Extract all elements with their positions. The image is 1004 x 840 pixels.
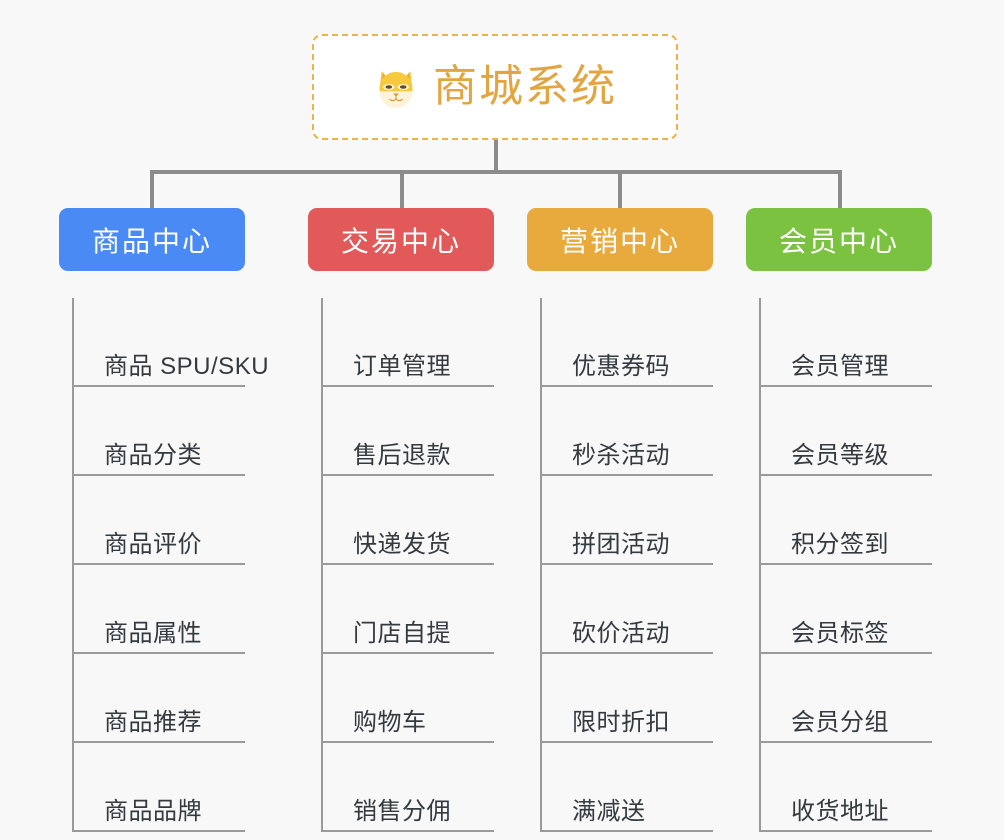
column-header-label: 交易中心 xyxy=(340,225,461,257)
leaf-list-1: 商品 SPU/SKU 商品分类商品评价商品属性商品推荐商品品牌 xyxy=(72,298,269,832)
leaf-item[interactable]: 砍价活动 xyxy=(540,565,713,654)
leaf-item[interactable]: 销售分佣 xyxy=(321,743,494,832)
leaf-item-label: 收货地址 xyxy=(791,798,889,825)
leaf-item-label: 商品属性 xyxy=(104,620,202,647)
leaf-item-label: 优惠券码 xyxy=(572,353,670,380)
leaf-item[interactable]: 会员管理 xyxy=(759,298,932,387)
column-header-1[interactable]: 商品中心 xyxy=(59,208,245,271)
leaf-item[interactable]: 会员标签 xyxy=(759,565,932,654)
leaf-item-label: 会员等级 xyxy=(791,442,889,469)
leaf-item[interactable]: 快递发货 xyxy=(321,476,494,565)
leaf-list-4: 会员管理会员等级积分签到会员标签会员分组收货地址 xyxy=(759,298,932,832)
column-2: 交易中心订单管理售后退款快递发货门店自提购物车销售分佣 xyxy=(308,208,494,832)
leaf-item-label: 商品分类 xyxy=(104,442,202,469)
leaf-item[interactable]: 商品属性 xyxy=(72,565,245,654)
leaf-item-label: 会员标签 xyxy=(791,620,889,647)
column-header-label: 商品中心 xyxy=(91,225,212,257)
leaf-item[interactable]: 秒杀活动 xyxy=(540,387,713,476)
leaf-item[interactable]: 订单管理 xyxy=(321,298,494,387)
leaf-item-label: 限时折扣 xyxy=(572,709,670,736)
root-node-shop-system[interactable]: 商城系统 xyxy=(312,34,678,140)
leaf-item-label: 门店自提 xyxy=(353,620,451,647)
leaf-item[interactable]: 门店自提 xyxy=(321,565,494,654)
leaf-item[interactable]: 购物车 xyxy=(321,654,494,743)
leaf-item-label: 商品品牌 xyxy=(104,798,202,825)
leaf-item[interactable]: 会员等级 xyxy=(759,387,932,476)
leaf-item[interactable]: 商品评价 xyxy=(72,476,245,565)
leaf-item-label: 购物车 xyxy=(353,709,427,736)
connector-drop-4 xyxy=(838,170,842,210)
connector-drop-2 xyxy=(400,170,404,210)
leaf-item[interactable]: 会员分组 xyxy=(759,654,932,743)
leaf-item[interactable]: 积分签到 xyxy=(759,476,932,565)
leaf-item-label: 积分签到 xyxy=(791,531,889,558)
connector-drop-1 xyxy=(150,170,154,210)
column-4: 会员中心会员管理会员等级积分签到会员标签会员分组收货地址 xyxy=(746,208,932,832)
leaf-item[interactable]: 商品品牌 xyxy=(72,743,245,832)
root-node-title: 商城系统 xyxy=(433,62,617,111)
connector-drop-3 xyxy=(618,170,622,210)
column-header-label: 营销中心 xyxy=(559,225,680,257)
leaf-item-label: 商品评价 xyxy=(104,531,202,558)
connector-horizontal-bus xyxy=(150,170,842,174)
leaf-item-label: 订单管理 xyxy=(353,353,451,380)
leaf-item-label: 会员分组 xyxy=(791,709,889,736)
leaf-item-label: 销售分佣 xyxy=(353,798,451,825)
leaf-item-label: 砍价活动 xyxy=(572,620,670,647)
leaf-item-label: 快递发货 xyxy=(353,531,451,558)
leaf-item-label: 商品 SPU/SKU xyxy=(104,353,270,380)
column-header-label: 会员中心 xyxy=(778,225,899,257)
connector-root-stem xyxy=(494,140,498,172)
column-header-4[interactable]: 会员中心 xyxy=(746,208,932,271)
column-1: 商品中心商品 SPU/SKU 商品分类商品评价商品属性商品推荐商品品牌 xyxy=(59,208,269,832)
leaf-item[interactable]: 售后退款 xyxy=(321,387,494,476)
leaf-item[interactable]: 拼团活动 xyxy=(540,476,713,565)
leaf-item-label: 会员管理 xyxy=(791,353,889,380)
column-header-3[interactable]: 营销中心 xyxy=(527,208,713,271)
leaf-item[interactable]: 优惠券码 xyxy=(540,298,713,387)
leaf-item[interactable]: 商品推荐 xyxy=(72,654,245,743)
leaf-list-2: 订单管理售后退款快递发货门店自提购物车销售分佣 xyxy=(321,298,494,832)
leaf-item[interactable]: 收货地址 xyxy=(759,743,932,832)
leaf-item-label: 商品推荐 xyxy=(104,709,202,736)
leaf-item-label: 售后退款 xyxy=(353,442,451,469)
leaf-item-label: 满减送 xyxy=(572,798,646,825)
column-3: 营销中心优惠券码秒杀活动拼团活动砍价活动限时折扣满减送 xyxy=(527,208,713,832)
leaf-list-3: 优惠券码秒杀活动拼团活动砍价活动限时折扣满减送 xyxy=(540,298,713,832)
leaf-item-label: 拼团活动 xyxy=(572,531,670,558)
column-header-2[interactable]: 交易中心 xyxy=(308,208,494,271)
leaf-item-label: 秒杀活动 xyxy=(572,442,670,469)
leaf-item[interactable]: 商品 SPU/SKU xyxy=(72,298,269,387)
leaf-item[interactable]: 满减送 xyxy=(540,743,713,832)
shiba-dog-face-icon xyxy=(373,64,419,110)
leaf-item[interactable]: 商品分类 xyxy=(72,387,245,476)
leaf-item[interactable]: 限时折扣 xyxy=(540,654,713,743)
